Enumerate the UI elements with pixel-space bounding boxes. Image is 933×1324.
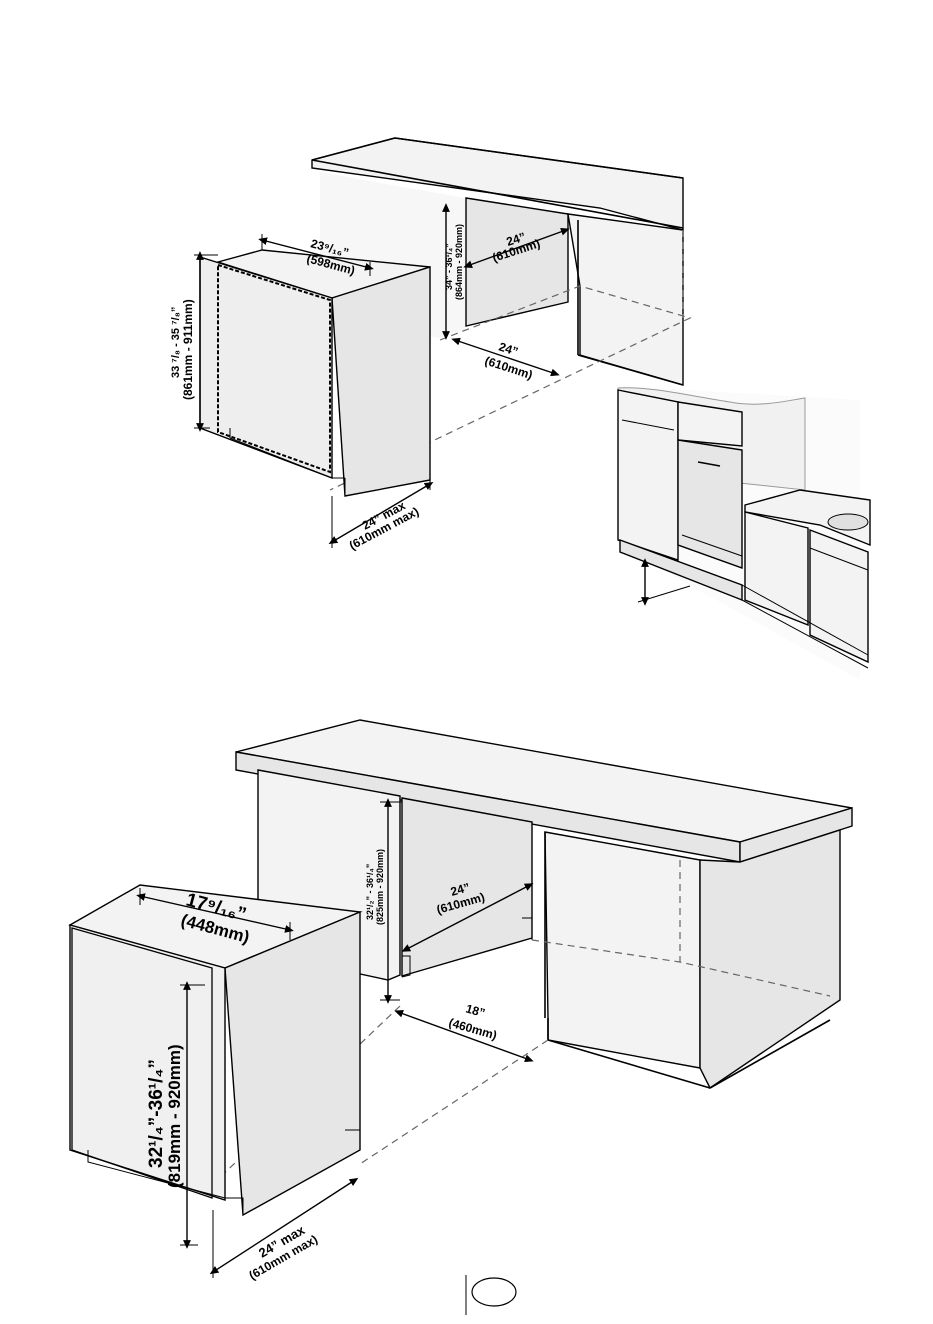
bottom-height-label-mm: (819mm - 920mm): [165, 1044, 184, 1188]
language-badge: [472, 1278, 516, 1306]
svg-text:(819mm - 920mm): (819mm - 920mm): [165, 1044, 184, 1188]
top-niche-height-label-mm: (864mm - 920mm): [454, 224, 464, 300]
top-dishwasher: [200, 250, 430, 496]
svg-text:32¹/₂” - 36¹/₄”: 32¹/₂” - 36¹/₄”: [365, 864, 375, 920]
svg-text:18”: 18”: [464, 1001, 486, 1020]
top-niche-back: [466, 198, 568, 326]
svg-text:(864mm - 920mm): (864mm - 920mm): [454, 224, 464, 300]
page-footer: [466, 1275, 516, 1315]
svg-text:(460mm): (460mm): [447, 1015, 498, 1042]
bottom-niche-depth-label: 18”: [464, 1001, 486, 1020]
bottom-right-cabinet: [545, 830, 840, 1088]
bottom-niche-height-label: 32¹/₂” - 36¹/₄”: [365, 864, 375, 920]
top-diagram: 23⁹/₁₆” (598mm) 33 ⁷/₈ - 35 ⁷/₈” (861mm …: [170, 138, 690, 553]
bottom-diagram: 17⁹/₁₆” (448mm) 32¹/₄”-36¹/₄” (819mm - 9…: [70, 720, 852, 1283]
top-height-label-mm: (861mm - 911mm): [181, 299, 195, 400]
bottom-niche-depth-label-mm: (460mm): [447, 1015, 498, 1042]
bottom-niche-height-label-mm: (825mm - 920mm): [375, 849, 385, 925]
svg-text:32¹/₄”-36¹/₄”: 32¹/₄”-36¹/₄”: [146, 1059, 167, 1168]
kitchen-inset: [618, 386, 870, 680]
top-niche-height-label: 34” - 36¹/₄”: [444, 243, 454, 290]
svg-text:(825mm - 920mm): (825mm - 920mm): [375, 849, 385, 925]
svg-text:(861mm - 911mm): (861mm - 911mm): [181, 299, 195, 400]
bottom-height-label: 32¹/₄”-36¹/₄”: [146, 1059, 167, 1168]
svg-text:34” - 36¹/₄”: 34” - 36¹/₄”: [444, 243, 454, 290]
